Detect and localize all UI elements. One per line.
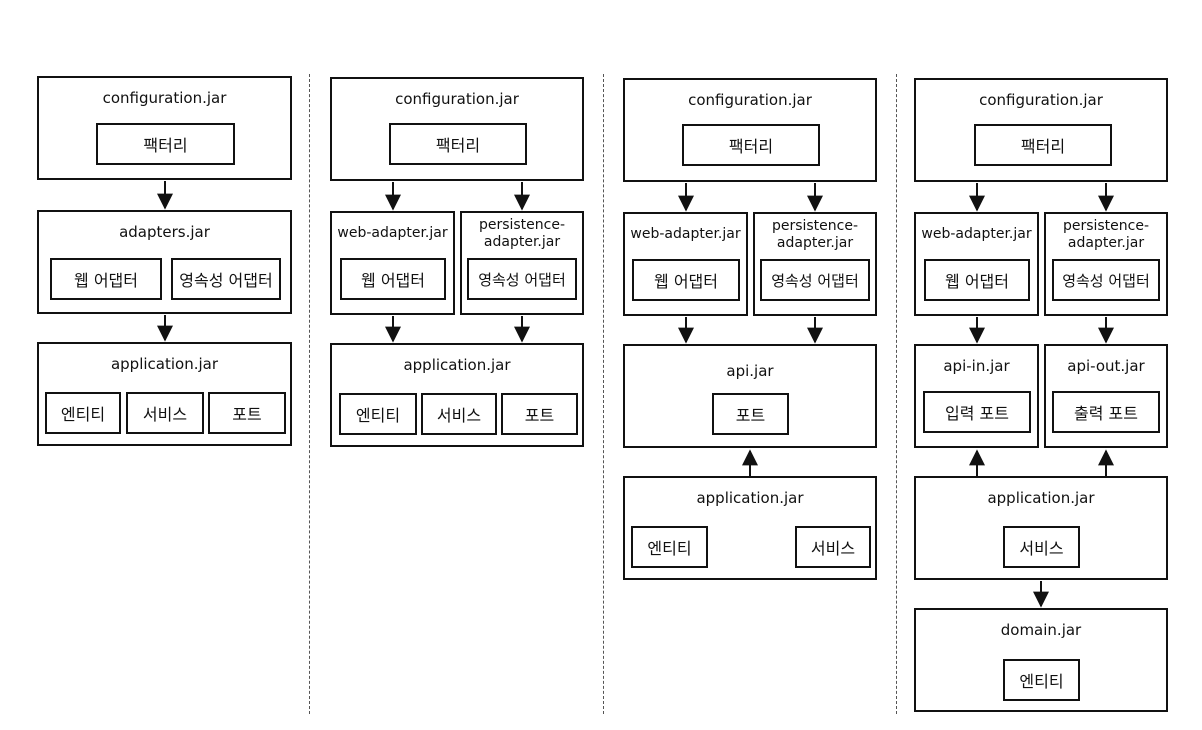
module-title: configuration.jar bbox=[688, 91, 812, 109]
input-port-component: 입력 포트 bbox=[923, 391, 1031, 433]
module-title: domain.jar bbox=[1000, 621, 1082, 639]
api-module: api.jar 포트 bbox=[623, 344, 877, 448]
factory-component: 팩터리 bbox=[682, 124, 820, 166]
module-title-line1: persistence- bbox=[771, 218, 859, 234]
application-module: application.jar 서비스 bbox=[914, 476, 1168, 580]
module-title: api-out.jar bbox=[1067, 357, 1145, 375]
module-title-line1: persistence- bbox=[478, 217, 566, 233]
configuration-module: configuration.jar 팩터리 bbox=[37, 76, 292, 180]
web-adapter-component: 웹 어댑터 bbox=[924, 259, 1030, 301]
configuration-module: configuration.jar 팩터리 bbox=[914, 78, 1168, 182]
persistence-adapter-component: 영속성 어댑터 bbox=[1052, 259, 1160, 301]
configuration-module: configuration.jar 팩터리 bbox=[330, 77, 584, 181]
module-title: configuration.jar bbox=[102, 89, 227, 107]
service-component: 서비스 bbox=[421, 393, 497, 435]
web-adapter-component: 웹 어댑터 bbox=[50, 258, 162, 300]
application-module: application.jar 엔티티 서비스 bbox=[623, 476, 877, 580]
persistence-adapter-module: persistence- adapter.jar 영속성 어댑터 bbox=[460, 211, 584, 315]
persistence-adapter-component: 영속성 어댑터 bbox=[171, 258, 281, 300]
web-adapter-component: 웹 어댑터 bbox=[632, 259, 740, 301]
module-title-line2: adapter.jar bbox=[483, 234, 561, 250]
persistence-adapter-module: persistence- adapter.jar 영속성 어댑터 bbox=[753, 212, 877, 316]
module-title: api-in.jar bbox=[943, 357, 1010, 375]
separator-3 bbox=[896, 74, 897, 714]
application-module: application.jar 엔티티 서비스 포트 bbox=[330, 343, 584, 447]
module-title-line2: adapter.jar bbox=[776, 235, 854, 251]
module-title-line2: adapter.jar bbox=[1067, 235, 1145, 251]
persistence-adapter-component: 영속성 어댑터 bbox=[467, 258, 577, 300]
domain-module: domain.jar 엔티티 bbox=[914, 608, 1168, 712]
port-component: 포트 bbox=[712, 393, 789, 435]
entity-component: 엔티티 bbox=[339, 393, 417, 435]
module-title-line1: persistence- bbox=[1062, 218, 1150, 234]
module-title: application.jar bbox=[696, 489, 804, 507]
separator-2 bbox=[603, 74, 604, 714]
web-adapter-module: web-adapter.jar 웹 어댑터 bbox=[623, 212, 748, 316]
api-out-module: api-out.jar 출력 포트 bbox=[1044, 344, 1168, 448]
port-component: 포트 bbox=[208, 392, 286, 434]
persistence-adapter-component: 영속성 어댑터 bbox=[760, 259, 870, 301]
web-adapter-component: 웹 어댑터 bbox=[340, 258, 446, 300]
factory-component: 팩터리 bbox=[389, 123, 527, 165]
module-title: configuration.jar bbox=[395, 90, 519, 108]
module-title: application.jar bbox=[987, 489, 1095, 507]
adapters-module: adapters.jar 웹 어댑터 영속성 어댑터 bbox=[37, 210, 292, 314]
application-module: application.jar 엔티티 서비스 포트 bbox=[37, 342, 292, 446]
persistence-adapter-module: persistence- adapter.jar 영속성 어댑터 bbox=[1044, 212, 1168, 316]
entity-component: 엔티티 bbox=[1003, 659, 1080, 701]
service-component: 서비스 bbox=[795, 526, 871, 568]
module-title: api.jar bbox=[726, 362, 774, 380]
module-title: configuration.jar bbox=[979, 91, 1103, 109]
factory-component: 팩터리 bbox=[96, 123, 235, 165]
module-title: adapters.jar bbox=[119, 223, 210, 241]
port-component: 포트 bbox=[501, 393, 578, 435]
service-component: 서비스 bbox=[126, 392, 204, 434]
module-title: application.jar bbox=[403, 356, 511, 374]
entity-component: 엔티티 bbox=[631, 526, 708, 568]
module-title: web-adapter.jar bbox=[921, 226, 1032, 242]
web-adapter-module: web-adapter.jar 웹 어댑터 bbox=[330, 211, 455, 315]
configuration-module: configuration.jar 팩터리 bbox=[623, 78, 877, 182]
separator-1 bbox=[309, 74, 310, 714]
entity-component: 엔티티 bbox=[45, 392, 121, 434]
module-title: web-adapter.jar bbox=[337, 225, 448, 241]
service-component: 서비스 bbox=[1003, 526, 1080, 568]
module-title: web-adapter.jar bbox=[630, 226, 741, 242]
web-adapter-module: web-adapter.jar 웹 어댑터 bbox=[914, 212, 1039, 316]
api-in-module: api-in.jar 입력 포트 bbox=[914, 344, 1039, 448]
factory-component: 팩터리 bbox=[974, 124, 1112, 166]
output-port-component: 출력 포트 bbox=[1052, 391, 1160, 433]
module-title: application.jar bbox=[110, 355, 219, 373]
